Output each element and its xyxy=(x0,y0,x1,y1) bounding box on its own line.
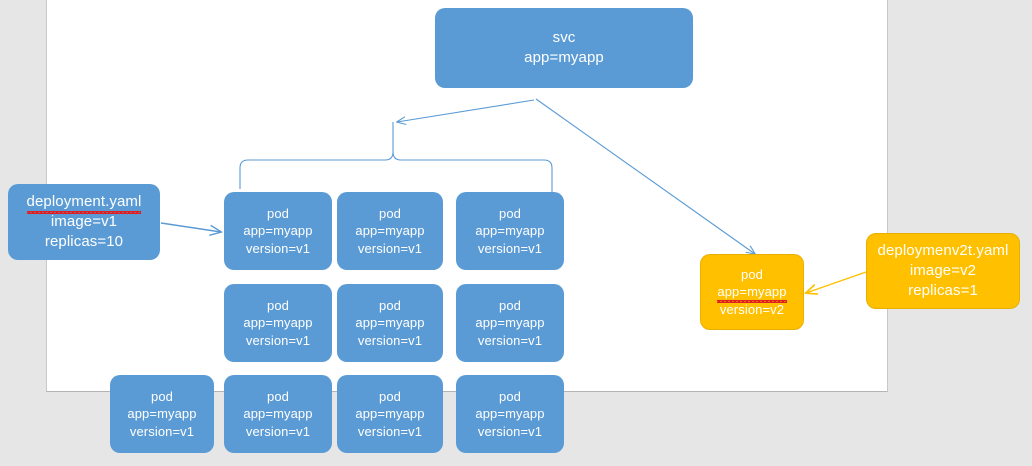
pod-v1-2-line3: version=v1 xyxy=(357,240,423,256)
deployment-v2-replicas: replicas=1 xyxy=(908,281,978,299)
pod-v2-line1: pod xyxy=(741,267,763,283)
pod-v2-line2-text: app=myapp xyxy=(717,284,787,303)
pod-v1-8-line3: version=v1 xyxy=(245,423,311,439)
svc-node-line1: svc xyxy=(552,29,576,47)
deployment-v1-title: deployment.yaml xyxy=(26,192,142,214)
pod-v1-6-line3: version=v1 xyxy=(477,332,543,348)
deployment-v1-image: image=v1 xyxy=(50,213,118,231)
pod-v1-8-line1: pod xyxy=(267,389,289,405)
svc-node-line2: app=myapp xyxy=(524,49,604,66)
deployment-v2-note[interactable]: deploymenv2t.yaml image=v2 replicas=1 xyxy=(866,233,1020,309)
pod-v1-4-line3: version=v1 xyxy=(245,332,311,348)
pod-v1-10-line2: app=myapp xyxy=(475,406,545,422)
pod-v1-4-line1: pod xyxy=(267,298,289,314)
pod-v1-2-line2: app=myapp xyxy=(355,223,425,239)
pod-v1-1-line2: app=myapp xyxy=(243,223,313,239)
pod-v1-9-line3: version=v1 xyxy=(357,423,423,439)
pod-v1-5-line1: pod xyxy=(379,298,401,314)
pod-v1-10-line1: pod xyxy=(499,389,521,405)
pod-v1-1-line1: pod xyxy=(267,206,289,222)
pod-v2-line2: app=myapp xyxy=(717,283,787,303)
pod-v1-3-line3: version=v1 xyxy=(477,240,543,256)
pod-v1-2-line1: pod xyxy=(379,206,401,222)
pod-v1-7-line3: version=v1 xyxy=(129,423,195,439)
pod-v1-3-line1: pod xyxy=(499,206,521,222)
deployment-v2-image: image=v2 xyxy=(909,262,977,280)
deployment-v1-replicas: replicas=10 xyxy=(44,232,124,250)
pod-v1-7-line2: app=myapp xyxy=(127,406,197,422)
deployment-v2-title: deploymenv2t.yaml xyxy=(877,242,1009,260)
pod-v1-10-line3: version=v1 xyxy=(477,423,543,439)
pod-v2-line3: version=v2 xyxy=(719,301,785,317)
pod-v1-1-line3: version=v1 xyxy=(245,240,311,256)
pod-v1-3-line2: app=myapp xyxy=(475,223,545,239)
pod-v1-4-line2: app=myapp xyxy=(243,315,313,331)
pod-v1-8-line2: app=myapp xyxy=(243,406,313,422)
pod-v1-7-line1: pod xyxy=(151,389,173,405)
pod-v1-6-line1: pod xyxy=(499,298,521,314)
pod-v1-9-line2: app=myapp xyxy=(355,406,425,422)
pod-v1-5-line3: version=v1 xyxy=(357,332,423,348)
svc-node[interactable]: svc app=myapp xyxy=(435,8,693,88)
deployment-v1-title-text: deployment.yaml xyxy=(26,193,142,214)
pod-v2[interactable]: pod app=myapp version=v2 xyxy=(700,254,804,330)
pod-v1-9-line1: pod xyxy=(379,389,401,405)
deployment-v1-note[interactable]: deployment.yaml image=v1 replicas=10 xyxy=(8,184,160,260)
pod-v1-6-line2: app=myapp xyxy=(475,315,545,331)
pod-v1-5-line2: app=myapp xyxy=(355,315,425,331)
